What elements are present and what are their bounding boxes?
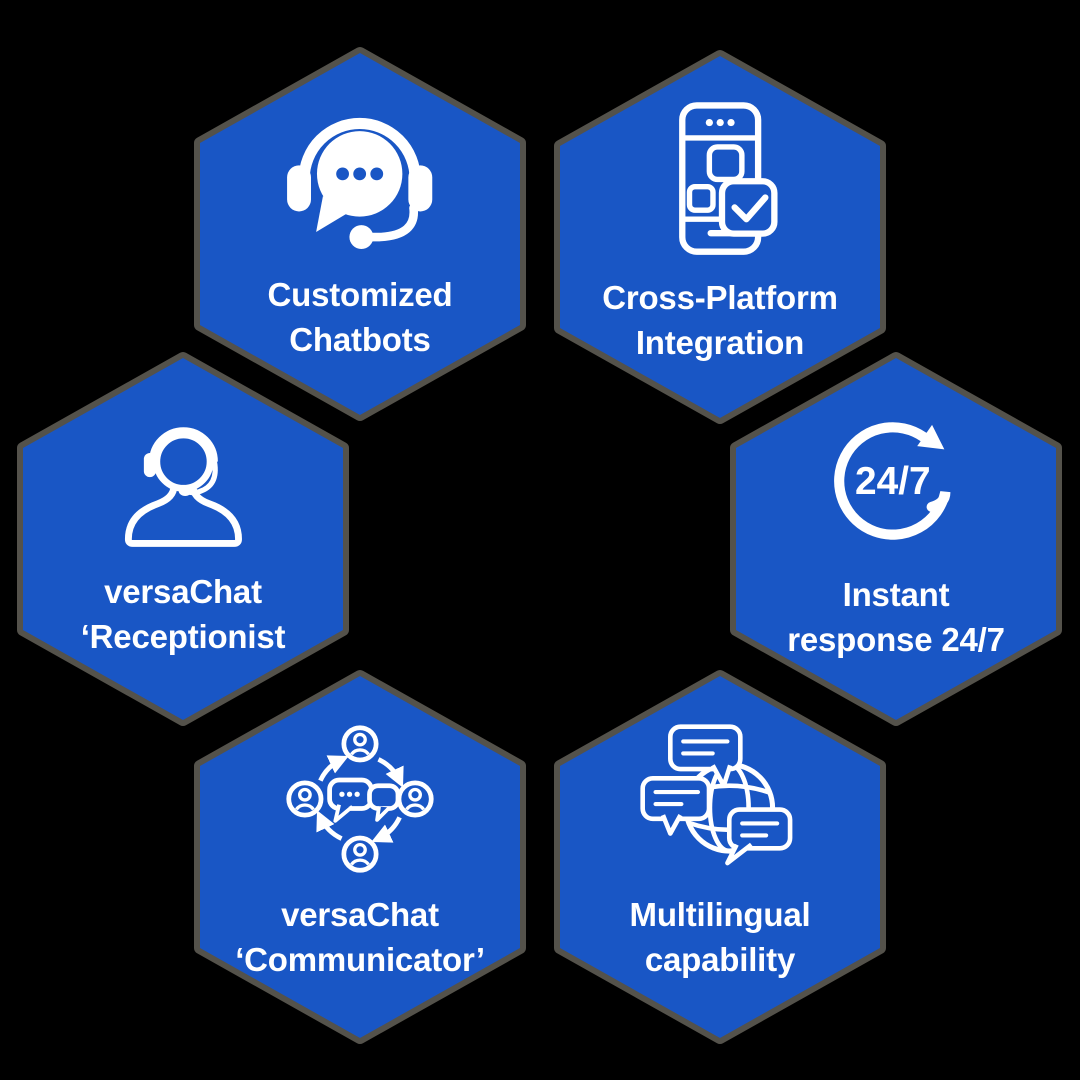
hexagon-label: Multilingual capability — [630, 893, 811, 983]
label-line: Instant — [842, 576, 950, 614]
label-line: Cross-Platform — [602, 279, 838, 317]
label-line: Chatbots — [289, 321, 431, 358]
label-line: Customized — [267, 276, 453, 314]
person-bubble — [286, 780, 324, 818]
label-line: ‘Receptionist — [80, 618, 286, 655]
label-line: ‘Communicator’ — [235, 941, 485, 978]
hexagon-multilingual: Multilingual capability — [554, 670, 886, 1044]
phone-checkmark-icon — [678, 102, 778, 255]
hexagon-versachat-communicator: versaChat ‘Communicator’ — [194, 670, 526, 1044]
label-line: versaChat — [281, 896, 439, 934]
hexagon-label: versaChat ‘Communicator’ — [235, 893, 485, 983]
globe-speech-bubbles-icon — [640, 724, 793, 866]
speech-bubble — [640, 776, 712, 836]
chat-bubbles — [327, 777, 401, 823]
hexagon-shape — [554, 670, 886, 1044]
24-7-circular-arrow-icon: 24/7 — [834, 422, 951, 540]
label-line: response 24/7 — [787, 621, 1005, 658]
label-line: Multilingual — [629, 896, 811, 934]
speech-bubble — [725, 807, 793, 866]
hexagon-shape — [17, 352, 349, 726]
hexagon-versachat-receptionist: versaChat ‘Receptionist — [17, 352, 349, 726]
label-line: versaChat — [104, 573, 262, 611]
hexagon-cross-platform: Cross-Platform Integration — [554, 50, 886, 424]
hexagon-customized-chatbots: Customized Chatbots — [194, 47, 526, 421]
person-bubble — [341, 725, 379, 763]
person-bubble — [396, 780, 434, 818]
label-line: Integration — [635, 324, 805, 361]
24-7-label: 24/7 — [855, 460, 931, 503]
label-line: capability — [644, 941, 796, 978]
person-bubble — [341, 835, 379, 873]
hexagon-label: Instant response 24/7 — [787, 573, 1005, 663]
chatbot-headset-icon — [287, 118, 433, 250]
speech-bubble — [668, 724, 744, 789]
hexagon-instant-response: 24/7 Instant response 24/7 — [730, 352, 1062, 726]
person-headset-icon — [124, 427, 242, 547]
hexagon-label: Cross-Platform Integration — [602, 276, 838, 366]
hexagon-label: Customized Chatbots — [267, 273, 452, 363]
hexagon-shape — [554, 50, 886, 424]
people-network-chat-icon — [286, 725, 434, 873]
hexagon-label: versaChat ‘Receptionist — [81, 570, 286, 660]
